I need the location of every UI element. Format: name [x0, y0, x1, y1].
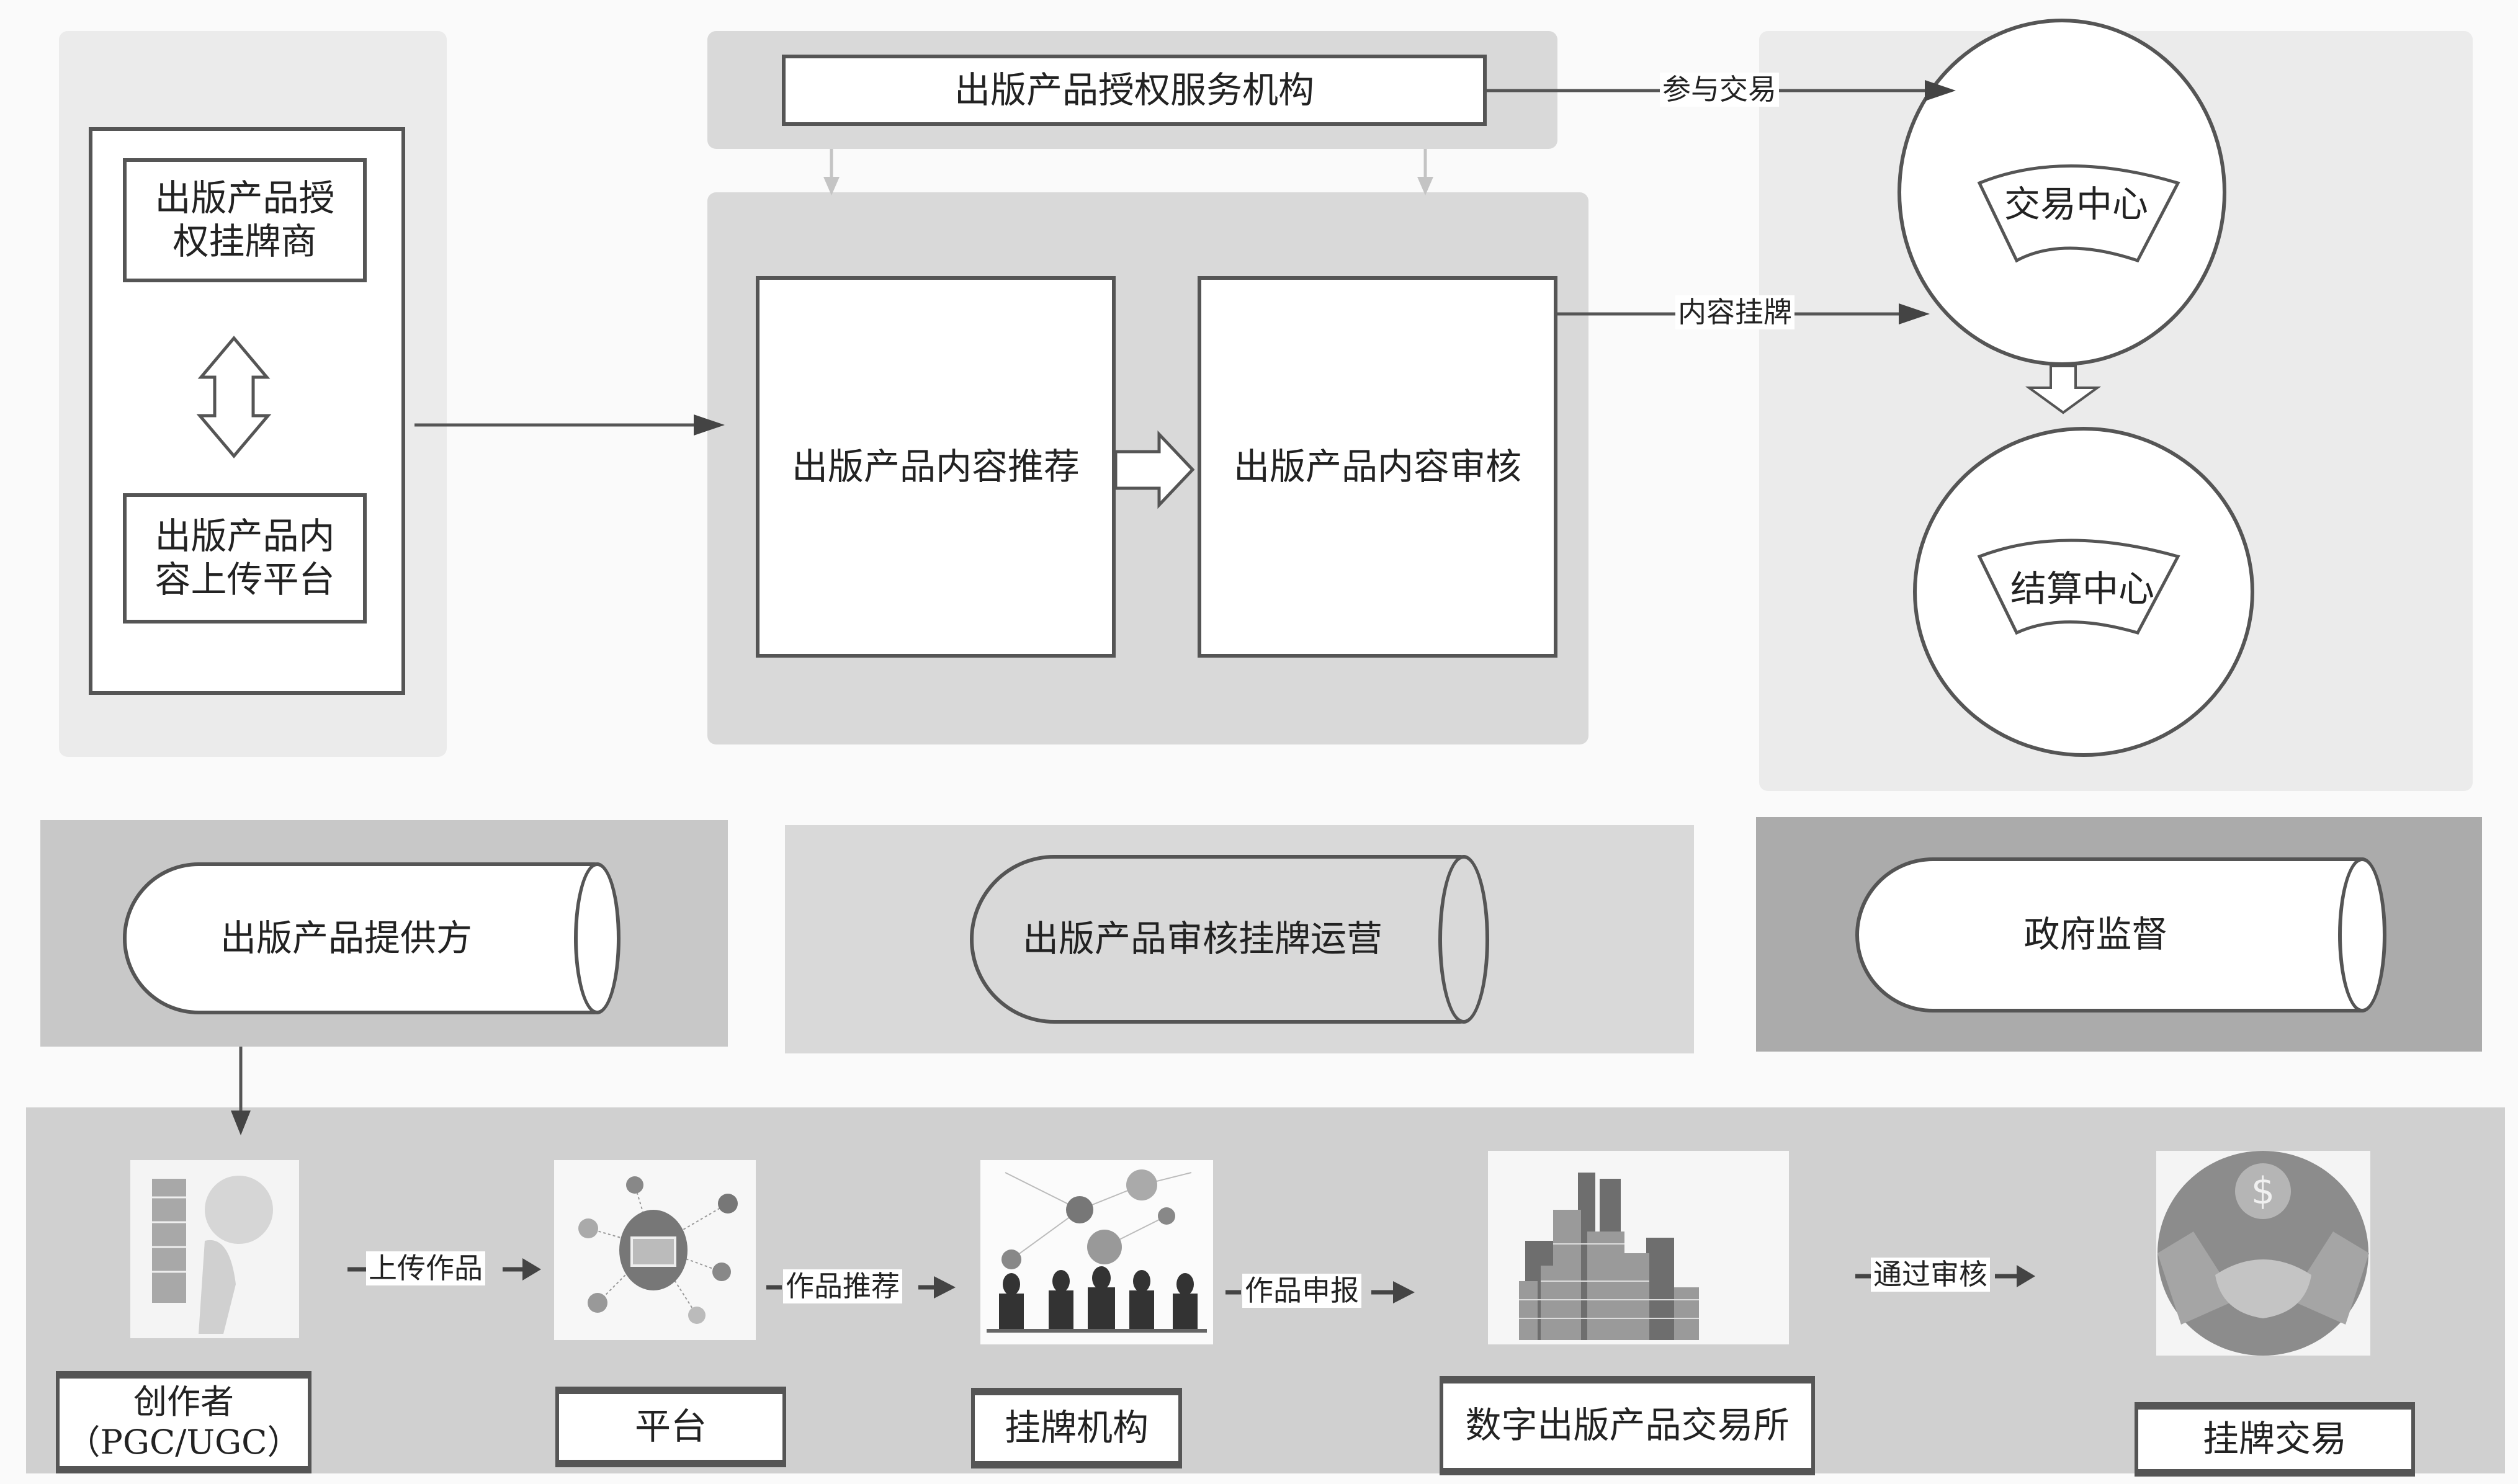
- operator-role-cylinder[interactable]: 出版产品审核挂牌运营: [970, 855, 1485, 1024]
- flow-step-caption[interactable]: 数字出版产品交易所: [1440, 1376, 1815, 1475]
- handshake-dollar-icon: $: [2156, 1151, 2370, 1356]
- provider-cylinder-cap: [574, 862, 621, 1014]
- content-upload-platform-label: 出版产品内容上传平台: [155, 515, 335, 601]
- flow-arrow-label: 作品推荐: [783, 1269, 902, 1304]
- arrowhead-icon: [1925, 80, 1956, 101]
- government-role-label: 政府监督: [2023, 913, 2168, 956]
- provider-role-label: 出版产品提供方: [220, 916, 472, 959]
- flow-step-caption-label: 挂牌交易: [2202, 1418, 2347, 1460]
- authorized-lister-label: 出版产品授权挂牌商: [155, 177, 335, 262]
- arrowhead-icon: [934, 1276, 956, 1298]
- flow-step-caption[interactable]: 挂牌机构: [971, 1388, 1182, 1468]
- content-review-box[interactable]: 出版产品内容审核: [1198, 276, 1557, 658]
- trading-center-sector-icon: [1977, 164, 2180, 263]
- government-cylinder-cap: [2338, 857, 2386, 1012]
- hollow-down-arrow-icon: [2025, 365, 2102, 414]
- flow-step-caption[interactable]: 挂牌交易: [2135, 1402, 2415, 1477]
- arrowhead-icon: [1899, 303, 1930, 324]
- arrowhead-icon: [522, 1258, 541, 1281]
- flow-step-caption-label: 创作者 （PGC/UGC）: [66, 1382, 301, 1462]
- light-arrowhead-icon: [1417, 177, 1433, 195]
- flow-step-caption-label: 数字出版产品交易所: [1465, 1404, 1790, 1447]
- provider-role-cylinder[interactable]: 出版产品提供方: [123, 862, 619, 1014]
- authorization-service-box[interactable]: 出版产品授权服务机构: [782, 55, 1487, 126]
- arrowhead-icon: [1393, 1281, 1415, 1303]
- participate-trade-label: 参与交易: [1660, 73, 1779, 107]
- flow-arrow-label: 作品申报: [1242, 1274, 1361, 1308]
- operator-cylinder-cap: [1438, 855, 1489, 1024]
- trading-center-label: 交易中心: [2004, 183, 2149, 225]
- flow-step-caption-label: 平台: [634, 1405, 707, 1448]
- flow-step-caption[interactable]: 创作者 （PGC/UGC）: [56, 1371, 311, 1473]
- settlement-center-sector-icon: [1977, 539, 2180, 635]
- platform-network-icon: [554, 1160, 756, 1340]
- arrowhead-icon: [231, 1111, 251, 1135]
- svg-text:$: $: [2251, 1169, 2275, 1213]
- arrowhead-icon: [694, 414, 725, 436]
- light-arrowhead-icon: [823, 177, 840, 195]
- flow-step-caption-label: 挂牌机构: [1004, 1406, 1149, 1449]
- creator-carrying-books-icon: [130, 1160, 299, 1338]
- flow-step-caption[interactable]: 平台: [555, 1387, 786, 1467]
- authorization-service-label: 出版产品授权服务机构: [954, 68, 1314, 111]
- arrowhead-icon: [2017, 1265, 2035, 1287]
- operator-role-label: 出版产品审核挂牌运营: [1022, 918, 1382, 960]
- settlement-center-label: 结算中心: [2010, 568, 2155, 610]
- authorized-lister-box[interactable]: 出版产品授权挂牌商: [123, 158, 367, 282]
- hollow-right-arrow-icon: [1114, 430, 1195, 509]
- content-recommend-label: 出版产品内容推荐: [791, 445, 1080, 488]
- flow-arrow-label: 通过审核: [1871, 1258, 1990, 1292]
- content-upload-platform-box[interactable]: 出版产品内容上传平台: [123, 493, 367, 624]
- city-buildings-icon: [1488, 1151, 1789, 1344]
- content-listing-label: 内容挂牌: [1675, 295, 1794, 330]
- bidirectional-arrow-icon: [196, 336, 272, 458]
- government-role-cylinder[interactable]: 政府监督: [1855, 857, 2386, 1012]
- content-review-label: 出版产品内容审核: [1233, 445, 1521, 488]
- listing-agency-meeting-icon: [980, 1160, 1213, 1344]
- content-recommend-box[interactable]: 出版产品内容推荐: [756, 276, 1116, 658]
- flow-arrow-label: 上传作品: [366, 1251, 485, 1286]
